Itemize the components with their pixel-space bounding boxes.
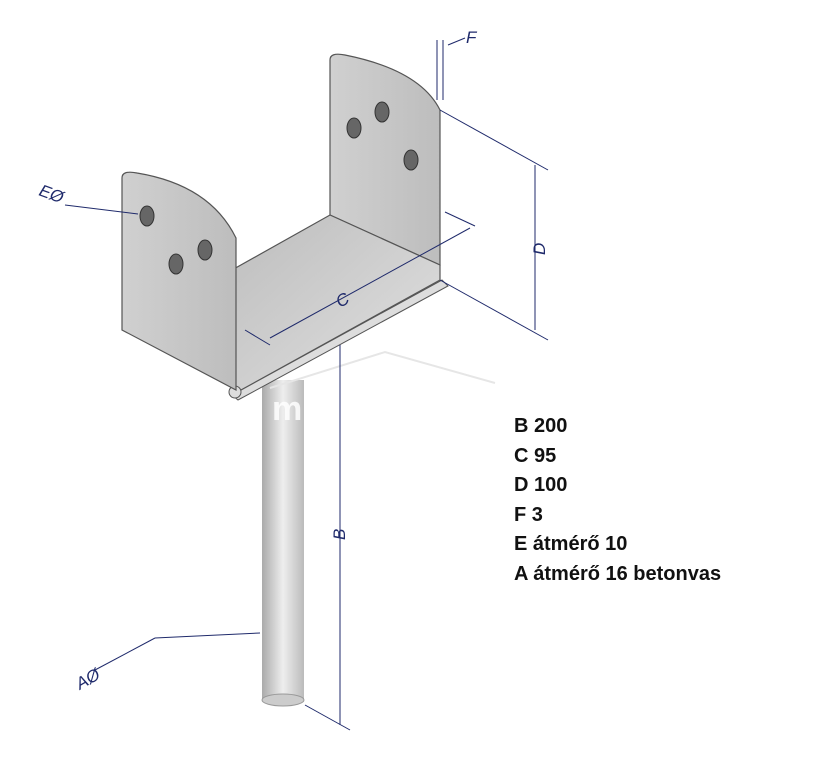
label-e-diameter: EØ	[37, 181, 68, 208]
spec-c: C 95	[514, 444, 557, 467]
dimension-lines	[64, 37, 549, 731]
label-b: B	[330, 529, 349, 540]
rebar-rod	[261, 380, 305, 707]
label-f: F	[466, 28, 478, 47]
dimension-spec-list: B 200 C 95 D 100 F 3 E átmérő 10 A átmér…	[514, 412, 721, 589]
front-plate	[121, 171, 237, 391]
label-a-diameter: AØ	[72, 664, 105, 694]
label-d: D	[530, 243, 549, 255]
watermark-line	[269, 350, 496, 389]
spec-b: B 200	[514, 415, 568, 437]
watermark: mi	[272, 390, 312, 428]
spec-d: D 100	[514, 474, 568, 496]
dimension-labels: B C D F EØ AØ mi	[37, 28, 549, 694]
spec-f: F 3	[514, 503, 543, 526]
spec-a: A átmérő 16 betonvas	[514, 562, 722, 585]
back-plate	[329, 53, 441, 266]
spec-e: E átmérő 10	[514, 533, 628, 555]
